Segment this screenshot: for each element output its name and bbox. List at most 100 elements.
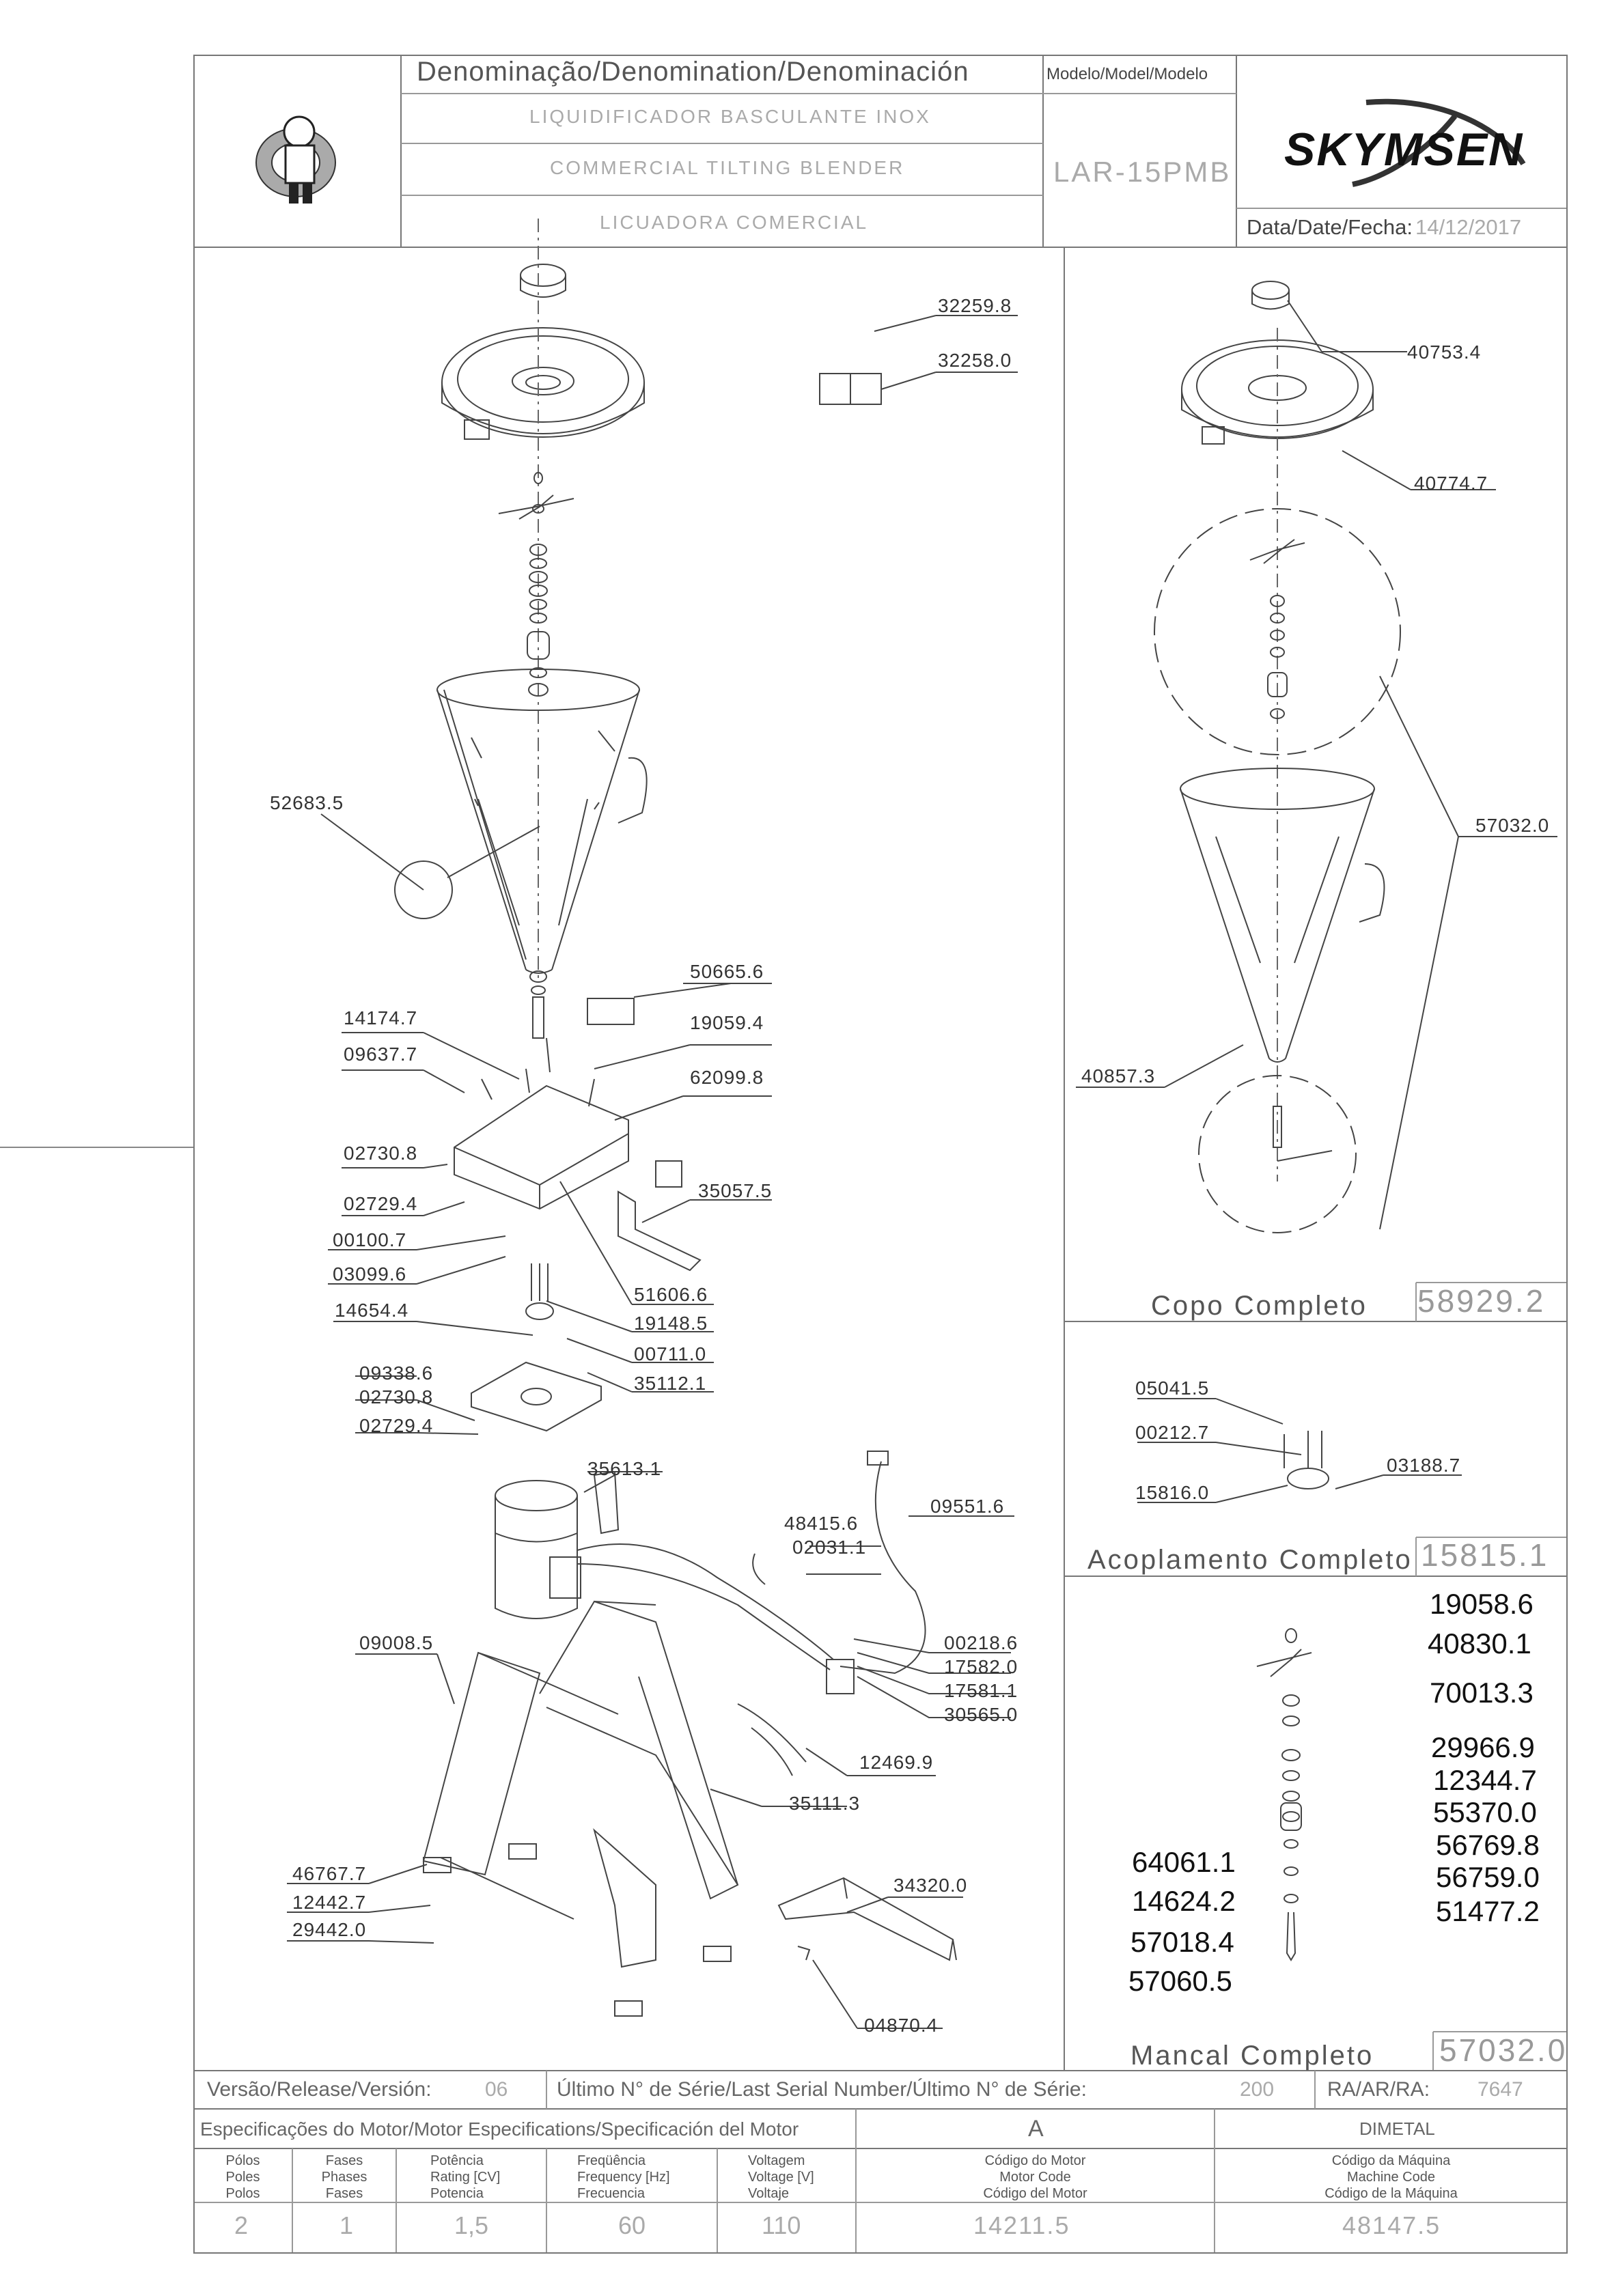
mancal-part: 14624.2: [1132, 1885, 1236, 1917]
denomination-label: Denominação/Denomination/Denominación: [417, 57, 969, 87]
part-label: 09637.7: [344, 1044, 418, 1065]
freq-header: Freqüência Frequency [Hz] Frecuencia: [577, 2153, 717, 2202]
seal-emblem-icon: [255, 115, 336, 204]
mancal-part: 51477.2: [1436, 1895, 1540, 1927]
motor-code-header: Código do Motor Motor Code Código del Mo…: [856, 2153, 1215, 2202]
version-value: 06: [485, 2078, 508, 2101]
part-label: 12469.9: [859, 1752, 934, 1773]
part-label: 12442.7: [292, 1892, 367, 1913]
motor-code-value: 14211.5: [973, 2211, 1070, 2239]
freq-label-es: Frecuencia: [577, 2186, 645, 2201]
mancal-part: 12344.7: [1433, 1764, 1537, 1796]
part-label: 35613.1: [587, 1458, 662, 1479]
part-label: 14654.4: [335, 1300, 409, 1321]
part-label: 03188.7: [1387, 1455, 1461, 1476]
part-label: 57032.0: [1475, 815, 1550, 836]
drawing-sheet: [193, 55, 1568, 2254]
part-label: 48415.6: [784, 1513, 859, 1534]
mancal-part: 70013.3: [1430, 1677, 1534, 1709]
power-value: 1,5: [454, 2211, 489, 2239]
freq-value: 60: [618, 2211, 646, 2239]
poles-value: 2: [234, 2211, 249, 2239]
part-label: 35111.3: [789, 1793, 861, 1814]
part-label: 04870.4: [864, 2015, 939, 2036]
phases-label-pt: Fases: [325, 2153, 363, 2168]
part-label: 00212.7: [1135, 1422, 1210, 1443]
part-label: 17581.1: [944, 1680, 1018, 1701]
part-label: 09551.6: [930, 1496, 1005, 1517]
motor-manufacturer: DIMETAL: [1359, 2118, 1435, 2139]
mancal-code: 57032.0: [1439, 2032, 1568, 2068]
mancal-part: 29966.9: [1431, 1731, 1535, 1763]
mancal-part: 57060.5: [1128, 1965, 1232, 1997]
part-label: 30565.0: [944, 1704, 1018, 1725]
part-label: 40774.7: [1414, 473, 1488, 494]
version-label: Versão/Release/Versión:: [207, 2078, 432, 2101]
part-label: 00218.6: [944, 1632, 1018, 1653]
freq-label-en: Frequency [Hz]: [577, 2170, 670, 2185]
freq-label-pt: Freqüência: [577, 2153, 646, 2168]
mancal-part: 56769.8: [1436, 1829, 1540, 1861]
authorized-service-seal: [217, 74, 374, 231]
mancal-part: 55370.0: [1433, 1796, 1537, 1828]
acoplamento-title: Acoplamento Completo: [1087, 1545, 1413, 1575]
poles-label-en: Poles: [225, 2170, 260, 2185]
ra-value: 7647: [1478, 2078, 1523, 2101]
motor-code-label-es: Código del Motor: [983, 2186, 1087, 2201]
part-label: 32259.8: [938, 295, 1012, 316]
part-label: 62099.8: [690, 1067, 764, 1088]
product-name-en: COMMERCIAL TILTING BLENDER: [550, 157, 905, 178]
mancal-part: 40830.1: [1428, 1627, 1531, 1660]
part-label: 19059.4: [690, 1012, 764, 1033]
machine-code-label-pt: Código da Máquina: [1331, 2153, 1451, 2168]
part-label: 00711.0: [634, 1343, 707, 1364]
part-label: 02729.4: [359, 1415, 434, 1436]
part-label: 35057.5: [698, 1180, 773, 1201]
phases-header: Fases Phases Fases: [292, 2153, 396, 2202]
mancal-part: 64061.1: [1132, 1846, 1236, 1878]
part-label: 40857.3: [1081, 1065, 1156, 1087]
motor-spec-label: Especificações do Motor/Motor Especifica…: [200, 2118, 799, 2140]
model-number: LAR-15PMB: [1053, 156, 1232, 188]
mancal-title: Mancal Completo: [1130, 2041, 1374, 2071]
part-label: 17582.0: [944, 1656, 1018, 1677]
motor-code-label-pt: Código do Motor: [984, 2153, 1086, 2168]
part-label: 15816.0: [1135, 1482, 1210, 1503]
motor-class: A: [1028, 2116, 1044, 2142]
part-label: 02730.8: [359, 1386, 434, 1408]
part-label: 40753.4: [1407, 341, 1482, 363]
product-name-es: LICUADORA COMERCIAL: [600, 212, 869, 233]
power-label-es: Potencia: [430, 2186, 484, 2201]
machine-code-header: Código da Máquina Machine Code Código de…: [1215, 2153, 1568, 2202]
part-label: 34320.0: [893, 1875, 968, 1896]
skymsen-logo: SKYMSEN: [1277, 89, 1557, 198]
part-label: 00100.7: [333, 1229, 407, 1250]
part-label: 03099.6: [333, 1263, 407, 1285]
ra-label: RA/AR/RA:: [1327, 2078, 1430, 2101]
date-value: 14/12/2017: [1415, 215, 1522, 239]
machine-code-value: 48147.5: [1342, 2211, 1441, 2239]
poles-header: Pólos Poles Polos: [193, 2153, 292, 2202]
part-label: 09008.5: [359, 1632, 434, 1653]
part-label: 51606.6: [634, 1284, 708, 1305]
motor-code-label-en: Motor Code: [999, 2170, 1071, 2185]
power-label-pt: Potência: [430, 2153, 484, 2168]
part-label: 05041.5: [1135, 1377, 1210, 1399]
part-label: 35112.1: [634, 1373, 707, 1394]
date-label: Data/Date/Fecha:: [1247, 215, 1413, 239]
phases-value: 1: [339, 2211, 354, 2239]
acoplamento-code: 15815.1: [1421, 1537, 1549, 1573]
volt-label-es: Voltaje: [748, 2186, 790, 2201]
part-label: 19148.5: [634, 1313, 708, 1334]
machine-code-label-en: Machine Code: [1347, 2170, 1435, 2185]
part-label: 29442.0: [292, 1919, 367, 1940]
brand-name: SKYMSEN: [1284, 124, 1524, 176]
part-label: 52683.5: [270, 792, 344, 813]
mancal-part: 57018.4: [1130, 1926, 1234, 1958]
serial-value: 200: [1240, 2078, 1275, 2101]
part-label: 02729.4: [344, 1193, 418, 1214]
phases-label-en: Phases: [321, 2170, 367, 2185]
machine-code-label-es: Código de la Máquina: [1324, 2186, 1458, 2201]
mancal-part: 56759.0: [1436, 1861, 1540, 1893]
